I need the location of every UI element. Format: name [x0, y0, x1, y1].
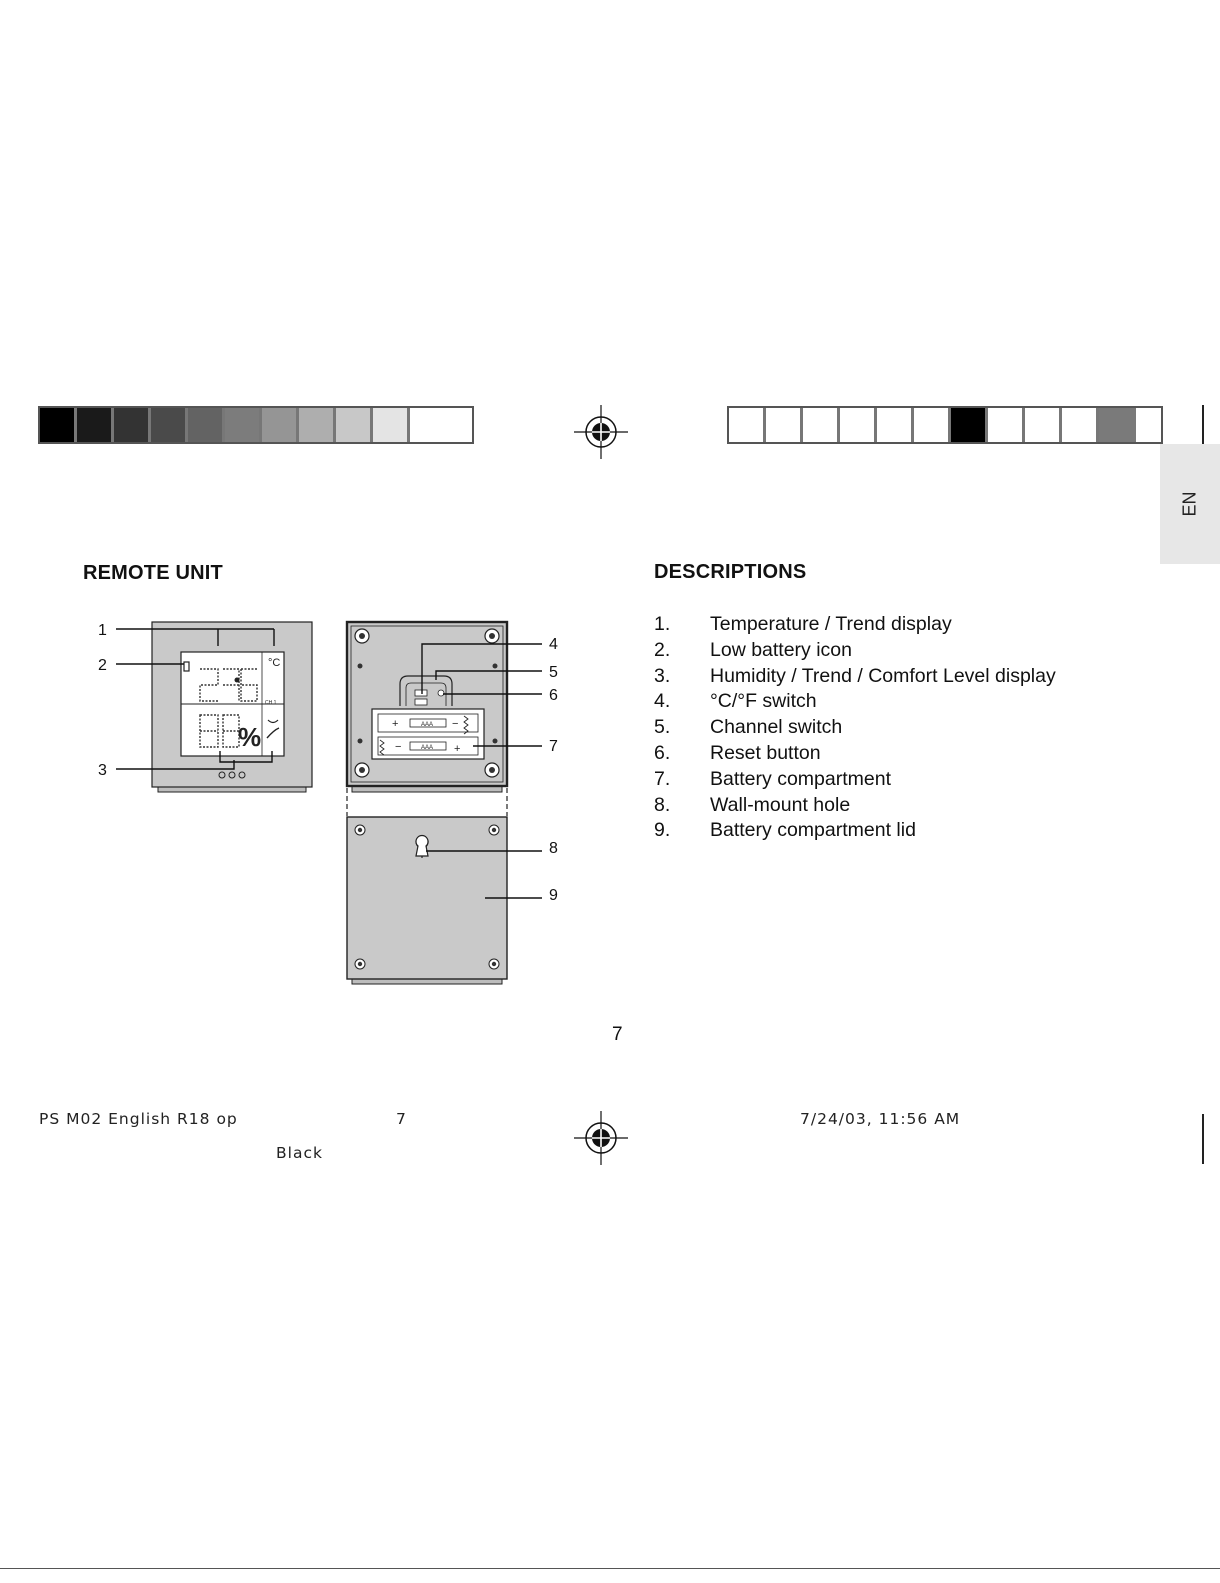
language-tab: EN	[1160, 444, 1220, 564]
item-number: 5.	[654, 716, 671, 739]
swatch	[951, 408, 988, 442]
battery-minus: −	[395, 741, 401, 753]
callout-number: 5	[549, 664, 558, 681]
registration-mark-icon	[574, 1111, 628, 1165]
footer-ink-color: Black	[276, 1144, 323, 1162]
callout-number: 7	[549, 738, 558, 755]
low-battery-icon	[183, 661, 190, 672]
page-bottom-edge	[0, 1568, 1220, 1569]
item-number: 1.	[654, 613, 671, 635]
callout-number: 9	[549, 887, 558, 904]
swatch	[77, 408, 114, 442]
swatch	[336, 408, 373, 442]
item-text: Wall-mount hole	[710, 793, 851, 816]
item-text: Battery compartment lid	[710, 819, 916, 842]
color-calibration-bar-right	[727, 406, 1163, 444]
list-item: 5. Channel switch	[654, 715, 1056, 741]
channel-label: CH 1	[265, 700, 277, 706]
list-item: 3. Humidity / Trend / Comfort Level displ…	[654, 664, 1056, 690]
callout-number: 1	[98, 622, 107, 639]
item-number: 3.	[654, 664, 671, 687]
swatch	[729, 408, 766, 442]
list-item: 1. Temperature / Trend display	[654, 612, 1056, 638]
swatch	[840, 408, 877, 442]
crop-mark	[1202, 1114, 1204, 1164]
swatch	[40, 408, 77, 442]
item-number: 2.	[654, 638, 671, 661]
swatch	[877, 408, 914, 442]
registration-mark-icon	[574, 405, 628, 459]
item-number: 7.	[654, 767, 671, 790]
battery-label: AAA	[421, 745, 433, 751]
percent-label: %	[238, 722, 261, 752]
remote-unit-diagram: °C CH 1 %	[98, 620, 558, 985]
battery-minus: −	[452, 718, 458, 730]
callout-number: 3	[98, 762, 107, 779]
callout-number: 4	[549, 636, 558, 653]
swatch	[151, 408, 188, 442]
footer-page: 7	[396, 1110, 407, 1128]
list-item: 6. Reset button	[654, 741, 1056, 767]
section-heading-remote-unit: REMOTE UNIT	[83, 562, 223, 584]
item-text: Channel switch	[710, 716, 843, 739]
list-item: 8. Wall-mount hole	[654, 793, 1056, 819]
swatch	[914, 408, 951, 442]
item-number: 6.	[654, 741, 671, 764]
swatch	[299, 408, 336, 442]
swatch	[373, 408, 410, 442]
footer-filename: PS M02 English R18 op	[39, 1110, 238, 1128]
swatch	[1062, 408, 1099, 442]
back-view: AAA AAA + − − +	[345, 620, 542, 793]
color-calibration-bar-left	[38, 406, 474, 444]
list-item: 9. Battery compartment lid	[654, 818, 1056, 844]
item-text: Reset button	[710, 741, 821, 764]
footer-datetime: 7/24/03, 11:56 AM	[800, 1110, 961, 1128]
item-text: °C/°F switch	[710, 690, 817, 713]
section-heading-descriptions: DESCRIPTIONS	[654, 561, 807, 583]
list-item: 7. Battery compartment	[654, 767, 1056, 793]
language-tab-label: EN	[1179, 491, 1200, 517]
front-view: °C CH 1 %	[116, 621, 313, 793]
swatch	[803, 408, 840, 442]
swatch	[988, 408, 1025, 442]
item-number: 4.	[654, 690, 671, 713]
battery-compartment-lid	[346, 816, 542, 985]
battery-label: AAA	[421, 722, 433, 728]
item-text: Battery compartment	[710, 767, 891, 790]
callout-number: 6	[549, 687, 558, 704]
list-item: 4. °C/°F switch	[654, 689, 1056, 715]
swatch	[766, 408, 803, 442]
crop-mark	[1202, 405, 1204, 453]
swatch	[114, 408, 151, 442]
item-text: Humidity / Trend / Comfort Level display	[710, 664, 1056, 687]
unit-label: °C	[268, 657, 280, 669]
description-list: 1. Temperature / Trend display 2. Low batt…	[654, 612, 1056, 844]
swatch	[225, 408, 262, 442]
item-number: 9.	[654, 819, 671, 842]
swatch	[262, 408, 299, 442]
swatch	[1025, 408, 1062, 442]
battery-plus: +	[392, 718, 398, 730]
callout-number: 2	[98, 657, 107, 674]
swatch	[1099, 408, 1136, 442]
reset-button-icon	[437, 689, 445, 697]
item-text: Low battery icon	[710, 638, 852, 661]
battery-plus: +	[454, 743, 460, 755]
callout-number: 8	[549, 840, 558, 857]
item-text: Temperature / Trend display	[710, 613, 952, 635]
list-item: 2. Low battery icon	[654, 638, 1056, 664]
page-number: 7	[612, 1024, 623, 1045]
swatch	[410, 408, 447, 442]
item-number: 8.	[654, 793, 671, 816]
swatch	[188, 408, 225, 442]
